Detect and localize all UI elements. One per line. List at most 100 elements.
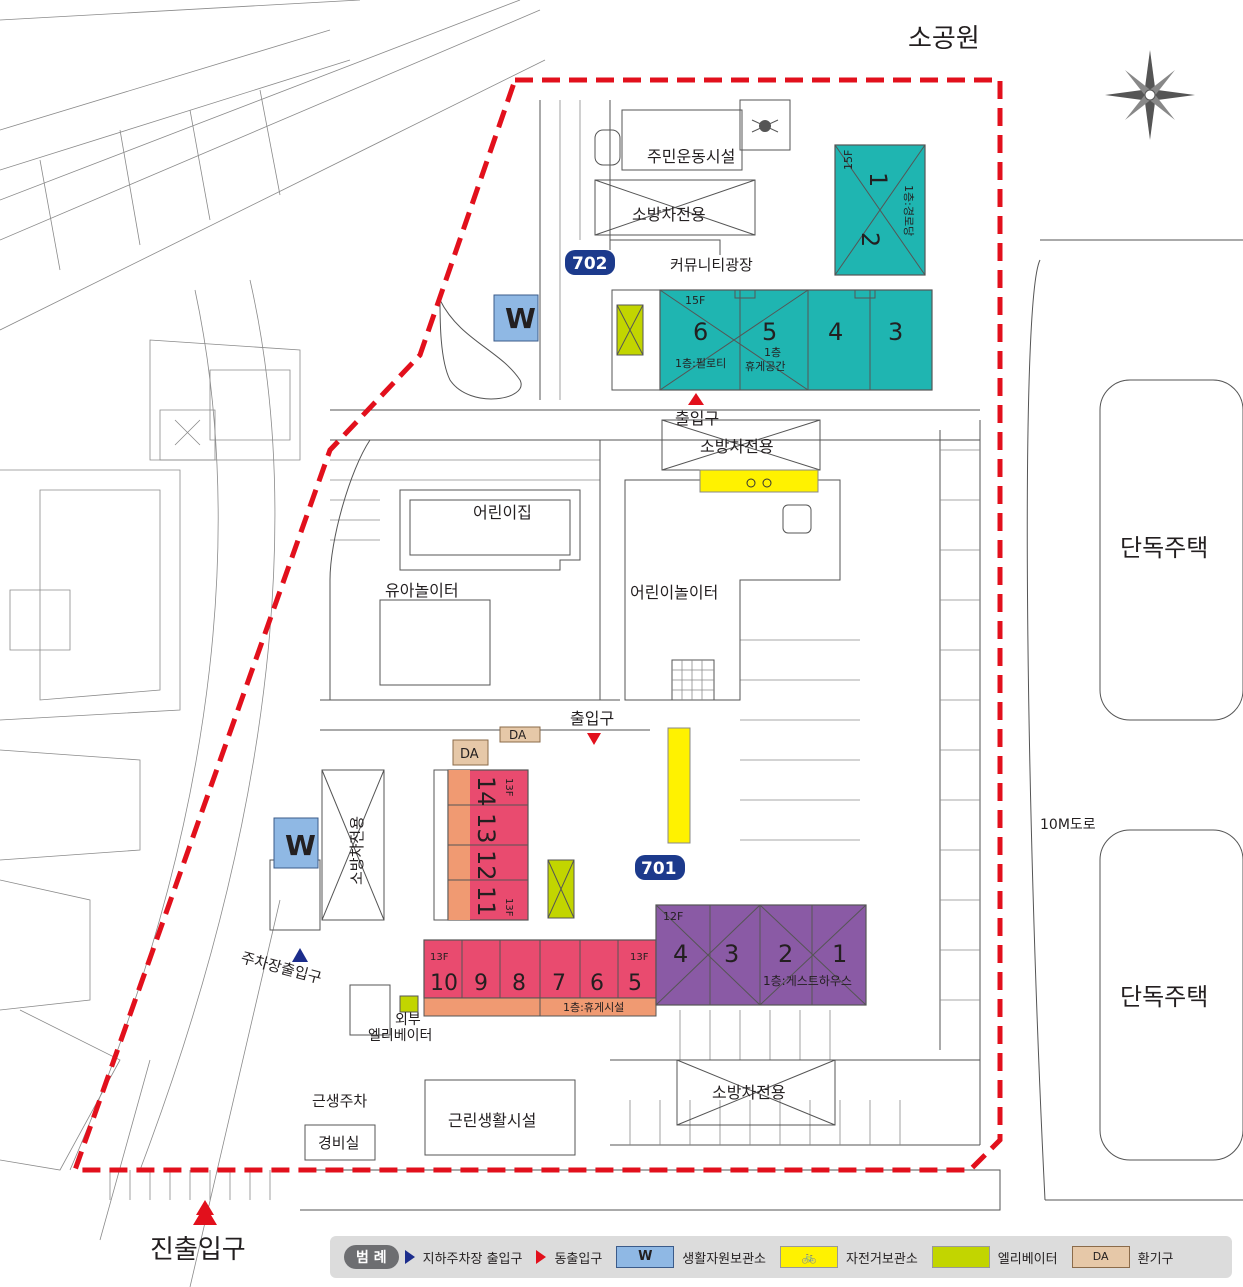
legend-item-vent: DA 환기구 bbox=[1071, 1246, 1174, 1268]
legend-label: 지하주차장 출입구 bbox=[422, 1251, 523, 1267]
legend-item-elevator: 엘리베이터 bbox=[931, 1246, 1058, 1268]
fire-lane-label-bottom: 소방차전용 bbox=[712, 1083, 786, 1102]
building-badges bbox=[565, 250, 685, 880]
community-plaza-label: 커뮤니티광장 bbox=[670, 256, 753, 274]
b702-note-5a: 1층 bbox=[764, 346, 781, 359]
da-vent-icon bbox=[452, 739, 489, 766]
legend-label: 생활자원보관소 bbox=[682, 1251, 767, 1267]
bicycle-icon: 🚲 bbox=[780, 1246, 839, 1268]
badge-701-label: 701 bbox=[641, 859, 677, 879]
blue-triangle-icon bbox=[292, 948, 308, 962]
b701-west-floors-top: 13F bbox=[503, 778, 514, 797]
b702-unit-6: 6 bbox=[693, 318, 708, 346]
daycare-area bbox=[329, 439, 841, 701]
external-elevator-label-2: 엘리베이터 bbox=[368, 1028, 432, 1044]
entrance-label-mid: 출입구 bbox=[570, 709, 614, 728]
badge-702-label: 702 bbox=[572, 254, 608, 274]
da-vent-icon bbox=[499, 726, 541, 743]
b702-unit-1: 1 bbox=[864, 172, 892, 187]
b701-east-unit-2: 2 bbox=[778, 940, 793, 968]
external-elevator-label-1: 외부 bbox=[395, 1012, 421, 1028]
legend-label: 자전거보관소 bbox=[846, 1251, 918, 1267]
w-box-icon bbox=[493, 294, 539, 342]
da-swatch-icon: DA bbox=[1071, 1246, 1130, 1268]
b701-south-note: 1층:휴게시설 bbox=[563, 1001, 624, 1014]
b701-west-unit-13: 13 bbox=[472, 813, 500, 844]
fire-lane-label-top: 소방차전용 bbox=[632, 205, 706, 224]
b702-floors-left: 15F bbox=[685, 294, 705, 307]
detached-house-label-top: 단독주택 bbox=[1120, 534, 1208, 562]
legend: 범 례 지하주차장 출입구 동출입구 W 생활자원보관소 🚲 자전거보관소 엘리… bbox=[330, 1236, 1232, 1278]
building-701-west bbox=[433, 769, 529, 921]
w-label-left: W bbox=[285, 829, 316, 862]
main-entrance-arrow-icon bbox=[196, 1200, 214, 1215]
b701-south-unit-7: 7 bbox=[552, 971, 566, 996]
b702-note-5b: 휴게공간 bbox=[745, 360, 785, 373]
detached-house-label-bottom: 단독주택 bbox=[1120, 983, 1208, 1011]
fire-lane-label-mid: 소방차전용 bbox=[700, 437, 774, 456]
map-text: 소공원 단독주택 단독주택 10M도로 진출입구 주민운동시설 소방차전용 커뮤… bbox=[150, 24, 1208, 1265]
main-entrance-label: 진출입구 bbox=[150, 1235, 246, 1265]
retail-facility-label: 근린생활시설 bbox=[448, 1111, 536, 1130]
north-arrow-icon bbox=[1105, 50, 1195, 140]
bicycle-icon bbox=[667, 727, 691, 844]
b701-south-unit-10: 10 bbox=[430, 971, 458, 996]
building-701-south bbox=[423, 939, 657, 1017]
da-label-2: DA bbox=[509, 728, 527, 742]
bicycle-icon bbox=[699, 469, 819, 493]
retail-parking-label: 근생주차 bbox=[312, 1092, 367, 1110]
b701-south-unit-8: 8 bbox=[512, 971, 526, 996]
w-box-icon: W bbox=[616, 1246, 675, 1268]
b702-floors-right: 15F bbox=[842, 150, 855, 170]
b701-east-unit-1: 1 bbox=[832, 940, 847, 968]
legend-label: 엘리베이터 bbox=[997, 1251, 1058, 1267]
b701-east-unit-4: 4 bbox=[673, 940, 688, 968]
b701-east-unit-3: 3 bbox=[724, 940, 739, 968]
elevator-swatch-icon bbox=[931, 1246, 990, 1268]
red-triangle-icon bbox=[587, 733, 601, 745]
toddler-playground-label: 유아놀이터 bbox=[385, 581, 459, 600]
road-label: 10M도로 bbox=[1040, 817, 1096, 833]
b702-unit-5: 5 bbox=[762, 318, 777, 346]
fire-lane-label-left: 소방차전용 bbox=[348, 816, 366, 885]
entrance-label-top: 출입구 bbox=[675, 409, 719, 428]
building-unit-text: 15F 6 5 4 3 1층:필로티 1층 휴게공간 15F 1 2 1층:경로… bbox=[430, 150, 915, 1014]
b702-unit-4: 4 bbox=[828, 318, 843, 346]
b701-south-unit-9: 9 bbox=[474, 971, 488, 996]
retail-area bbox=[304, 984, 576, 1161]
b702-note-6: 1층:필로티 bbox=[675, 357, 726, 370]
red-triangle-icon bbox=[536, 1250, 547, 1264]
legend-item-building-entrance: 동출입구 bbox=[536, 1248, 602, 1267]
b701-south-unit-6: 6 bbox=[590, 971, 604, 996]
red-triangle-icon bbox=[688, 393, 704, 405]
b701-south-floors-left: 13F bbox=[430, 952, 449, 963]
legend-label: 환기구 bbox=[1137, 1251, 1174, 1267]
b702-note-right: 1층:경로당 bbox=[902, 185, 915, 236]
community-fitness bbox=[621, 99, 791, 171]
blue-triangle-icon bbox=[404, 1250, 415, 1264]
b701-west-floors-bottom: 13F bbox=[503, 898, 514, 917]
elevator-swatch-icon bbox=[399, 995, 419, 1013]
guard-room-label: 경비실 bbox=[318, 1134, 359, 1152]
b701-east-floors: 12F bbox=[663, 910, 683, 923]
b702-unit-3: 3 bbox=[888, 318, 903, 346]
b702-unit-2: 2 bbox=[856, 232, 884, 247]
fire-lanes bbox=[321, 179, 836, 1126]
building-701-east bbox=[655, 904, 867, 1006]
w-box-icon bbox=[273, 817, 319, 869]
daycare-label: 어린이집 bbox=[473, 503, 532, 522]
b701-south-unit-5: 5 bbox=[628, 971, 642, 996]
legend-title: 범 례 bbox=[344, 1245, 399, 1269]
parking-entrance-label: 주차장출입구 bbox=[239, 948, 324, 987]
park-label: 소공원 bbox=[908, 24, 980, 54]
b701-south-floors-right: 13F bbox=[630, 952, 649, 963]
legend-label: 동출입구 bbox=[554, 1251, 603, 1267]
b701-west-unit-11: 11 bbox=[472, 886, 500, 917]
b701-west-unit-14: 14 bbox=[472, 776, 500, 807]
b701-east-note: 1층:게스트하우스 bbox=[763, 974, 852, 988]
legend-item-parking-entrance: 지하주차장 출입구 bbox=[404, 1248, 523, 1267]
legend-item-bicycle: 🚲 자전거보관소 bbox=[780, 1246, 918, 1268]
kids-playground-label: 어린이놀이터 bbox=[630, 583, 718, 602]
